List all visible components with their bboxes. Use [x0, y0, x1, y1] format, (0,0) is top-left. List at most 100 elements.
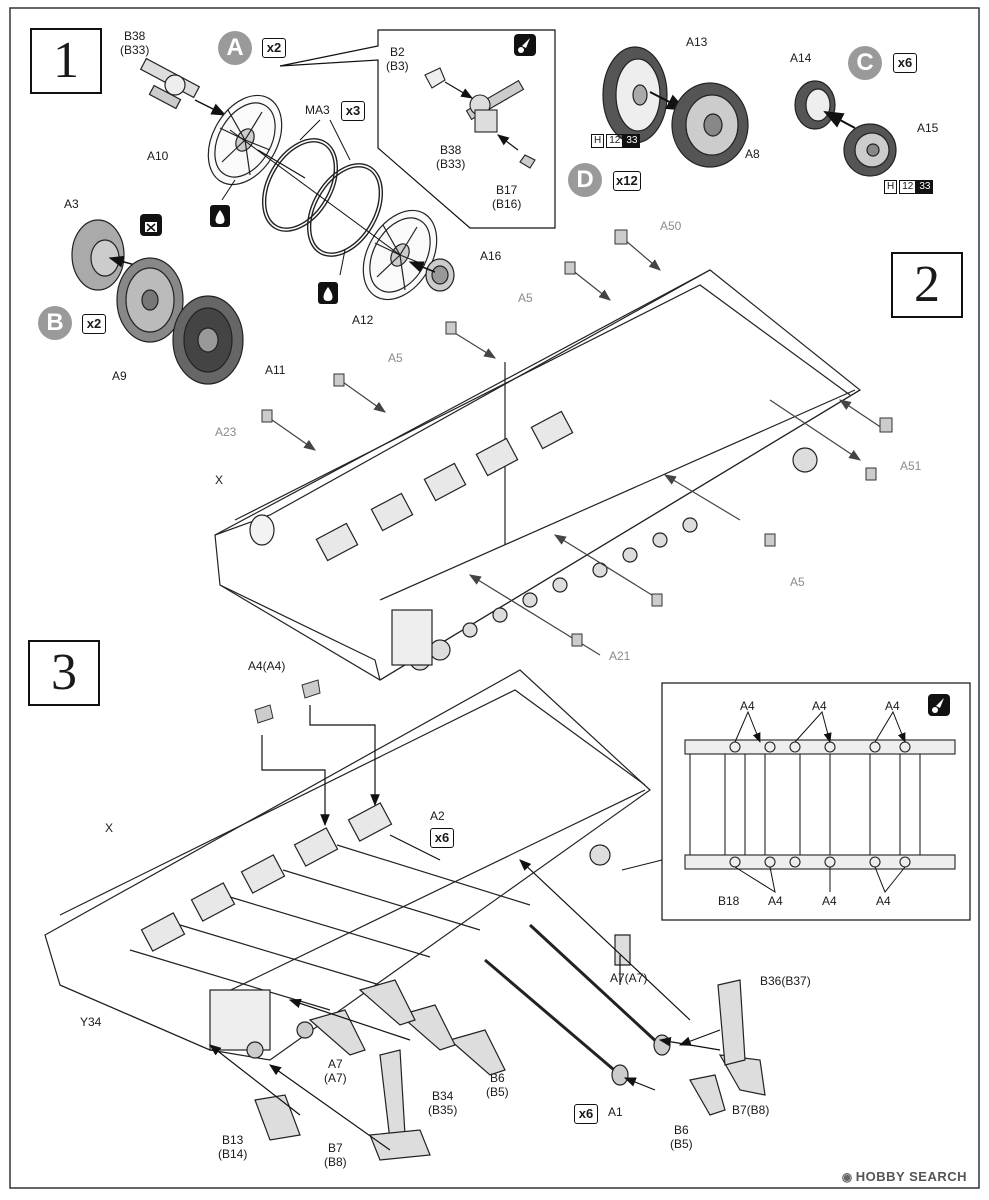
- inset-label-a4-3: A4: [885, 699, 900, 713]
- label-b8: (B8): [324, 1155, 347, 1169]
- paint-number: 12: [899, 180, 917, 194]
- step-number-2: 2: [891, 252, 963, 318]
- paint-code-wheel-large: H 12 33: [591, 134, 641, 148]
- no-glue-icon: [140, 214, 162, 236]
- label-b36: B36(B37): [760, 974, 811, 988]
- step3-arrows: [209, 705, 721, 1151]
- paint-brand: H: [884, 180, 898, 194]
- paint-number-dark: 33: [623, 134, 641, 148]
- label-a14: A14: [790, 51, 812, 65]
- paint-icon: [514, 34, 536, 56]
- hull-step2: [214, 269, 862, 681]
- inset-idler-arm: [279, 29, 556, 229]
- label-a3: A3: [64, 197, 79, 211]
- part-b38-shaft: [139, 57, 201, 110]
- label-b35: (B35): [428, 1103, 458, 1117]
- label-a11: A11: [265, 363, 286, 377]
- label-b13: B13: [222, 1133, 244, 1147]
- paint-number: 12: [606, 134, 624, 148]
- label-a7-right: A7(A7): [610, 971, 648, 985]
- part-a10-wheel: [207, 94, 283, 186]
- subassembly-d-badge: D: [568, 163, 602, 197]
- subassembly-a-qty: x2: [262, 38, 286, 58]
- label-a5-mid: A5: [388, 351, 403, 365]
- label-a15: A15: [917, 121, 939, 135]
- oil-icon: [318, 282, 338, 304]
- label-x-step3: X: [105, 821, 114, 835]
- subassembly-b-qty: x2: [82, 314, 106, 334]
- label-b7: B7: [328, 1141, 343, 1155]
- label-b34: B34: [432, 1089, 454, 1103]
- label-b7-right: B7(B8): [732, 1103, 770, 1117]
- label-a10: A10: [147, 149, 169, 163]
- paint-brand: H: [591, 134, 605, 148]
- label-b16: (B16): [492, 197, 522, 211]
- paint-code-wheel-small: H 12 33: [884, 180, 934, 194]
- step-number-1: 1: [30, 28, 102, 94]
- paint-icon: [928, 694, 950, 716]
- subassembly-b-badge: B: [38, 306, 72, 340]
- label-a7: A7: [328, 1057, 343, 1071]
- inset-label-a4-6: A4: [876, 894, 891, 908]
- inset-label-b18: B18: [718, 894, 740, 908]
- label-x-step2: X: [215, 473, 224, 487]
- hull-step3: [44, 669, 651, 1061]
- inset-label-a4-4: A4: [768, 894, 783, 908]
- label-b5: (B5): [486, 1085, 509, 1099]
- label-a7-alt: (A7): [324, 1071, 347, 1085]
- label-b17: B17: [496, 183, 518, 197]
- label-a23: A23: [215, 425, 237, 439]
- label-a12: A12: [352, 313, 374, 327]
- inset-label-a4-1: A4: [740, 699, 755, 713]
- label-a5-top: A5: [518, 291, 533, 305]
- subassembly-c-badge: C: [848, 46, 882, 80]
- ma3-qty: x3: [341, 101, 365, 121]
- label-a9: A9: [112, 369, 127, 383]
- label-b33: (B33): [120, 43, 150, 57]
- subassembly-c-qty: x6: [893, 53, 917, 73]
- a1-qty: x6: [574, 1104, 598, 1124]
- part-a8-wheel: [671, 82, 749, 168]
- inset-label-a4-2: A4: [812, 699, 827, 713]
- label-a13: A13: [686, 35, 708, 49]
- inset-a4-detail: [621, 682, 971, 921]
- part-a9-sprocket: [116, 257, 184, 343]
- paint-number-dark: 33: [916, 180, 934, 194]
- inset-label-a4-5: A4: [822, 894, 837, 908]
- label-a51: A51: [900, 459, 922, 473]
- label-a50: A50: [660, 219, 682, 233]
- search-icon: ◉: [841, 1170, 853, 1184]
- part-a3-housing: [71, 219, 125, 291]
- subassembly-a-badge: A: [218, 31, 252, 65]
- label-a1: A1: [608, 1105, 623, 1119]
- label-a8: A8: [745, 147, 760, 161]
- label-b3: (B3): [386, 59, 409, 73]
- label-b5-right: (B5): [670, 1137, 693, 1151]
- label-b6-right: B6: [674, 1123, 689, 1137]
- watermark: ◉HOBBY SEARCH: [842, 1169, 967, 1184]
- label-y34: Y34: [80, 1015, 102, 1029]
- label-b6: B6: [490, 1071, 505, 1085]
- part-a14-wheel: [794, 80, 836, 130]
- label-b2: B2: [390, 45, 405, 59]
- label-b38: B38: [124, 29, 146, 43]
- label-b38-inset: B38: [440, 143, 462, 157]
- a2-qty: x6: [430, 828, 454, 848]
- oil-icon: [210, 205, 230, 227]
- step-number-3: 3: [28, 640, 100, 706]
- label-a4-top: A4(A4): [248, 659, 286, 673]
- subassembly-d-qty: x12: [613, 171, 641, 191]
- label-a2: A2: [430, 809, 445, 823]
- part-a16-hubcap: [425, 258, 455, 292]
- label-a21: A21: [609, 649, 631, 663]
- label-b33-inset: (B33): [436, 157, 466, 171]
- watermark-text: HOBBY SEARCH: [855, 1169, 967, 1184]
- part-a15-wheel: [843, 123, 897, 177]
- label-b14: (B14): [218, 1147, 248, 1161]
- label-a16: A16: [480, 249, 502, 263]
- label-ma3: MA3: [305, 103, 330, 117]
- part-a11-sprocket: [172, 295, 244, 385]
- label-a5-bottom: A5: [790, 575, 805, 589]
